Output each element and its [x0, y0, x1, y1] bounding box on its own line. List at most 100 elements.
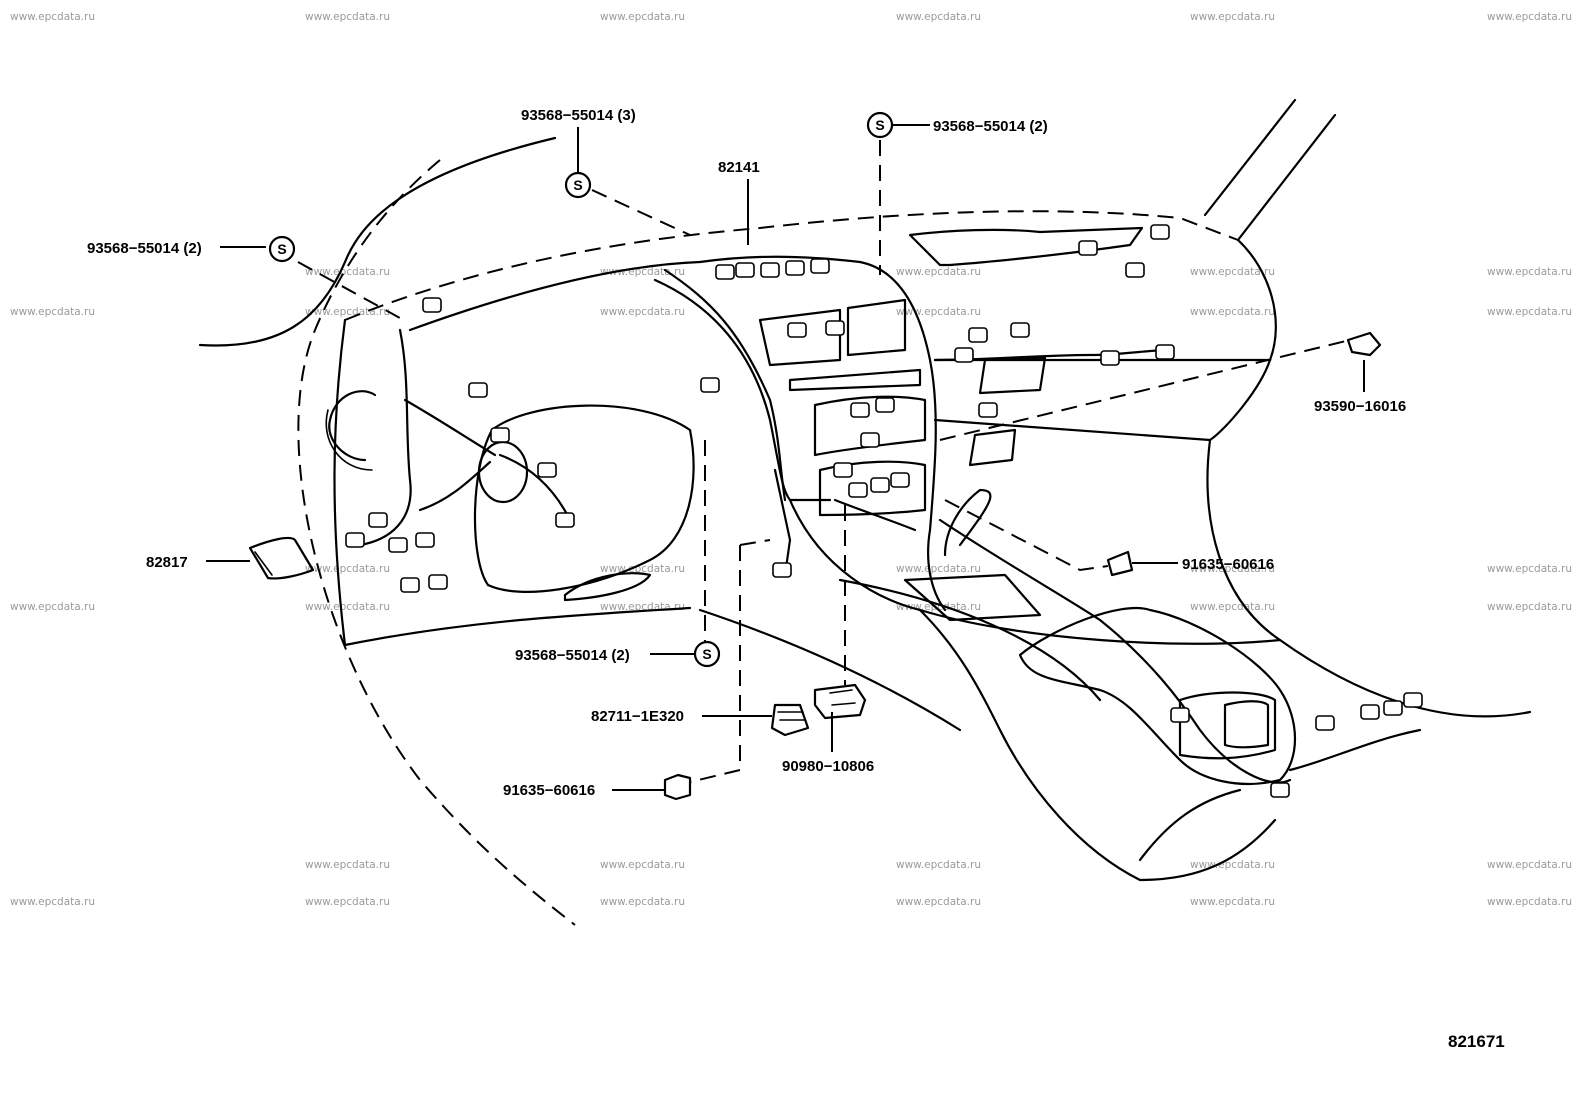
harness-connector	[1403, 692, 1423, 708]
harness-connector	[875, 397, 895, 413]
watermark-text: www.epcdata.ru	[896, 563, 981, 575]
watermark-text: www.epcdata.ru	[10, 601, 95, 613]
harness-connector	[1315, 715, 1335, 731]
harness-connector	[368, 512, 388, 528]
harness-connector	[787, 322, 807, 338]
watermark-layer: www.epcdata.ru www.epcdata.ru www.epcdata.…	[10, 11, 1572, 908]
harness-connector	[400, 577, 420, 593]
label-clamp-top-center: 93568−55014 (3)	[521, 107, 636, 124]
label-leaders	[206, 124, 1365, 791]
watermark-text: www.epcdata.ru	[305, 859, 390, 871]
watermark-text: www.epcdata.ru	[1487, 11, 1572, 23]
svg-text:S: S	[277, 241, 286, 257]
watermark-text: www.epcdata.ru	[600, 11, 685, 23]
label-protector: 82817	[146, 554, 188, 571]
dashed-leaders	[297, 140, 1351, 783]
watermark-text: www.epcdata.ru	[600, 266, 685, 278]
watermark-text: www.epcdata.ru	[1487, 266, 1572, 278]
harness-connector	[1100, 350, 1120, 366]
harness-connector	[1360, 704, 1380, 720]
watermark-text: www.epcdata.ru	[305, 896, 390, 908]
watermark-text: www.epcdata.ru	[1487, 563, 1572, 575]
svg-text:S: S	[702, 646, 711, 662]
part-bolt-console	[1106, 550, 1134, 577]
watermark-text: www.epcdata.ru	[1487, 859, 1572, 871]
clamp-symbol-left: S	[268, 235, 296, 263]
harness-connector	[555, 512, 575, 528]
part-junction-block	[770, 703, 810, 737]
harness-connector	[978, 402, 998, 418]
label-clamp-top-right: 93568−55014 (2)	[933, 118, 1048, 135]
harness-connector	[422, 297, 442, 313]
svg-text:S: S	[875, 117, 884, 133]
watermark-text: www.epcdata.ru	[10, 11, 95, 23]
part-bolt-right	[1346, 331, 1382, 357]
harness-connector	[833, 462, 853, 478]
label-wire-harness: 82141	[718, 159, 760, 176]
watermark-text: www.epcdata.ru	[896, 896, 981, 908]
watermark-text: www.epcdata.ru	[1487, 306, 1572, 318]
harness-connector	[715, 264, 735, 280]
watermark-text: www.epcdata.ru	[896, 266, 981, 278]
watermark-text: www.epcdata.ru	[1190, 266, 1275, 278]
watermark-text: www.epcdata.ru	[600, 859, 685, 871]
watermark-text: www.epcdata.ru	[305, 563, 390, 575]
harness-connector	[1078, 240, 1098, 256]
harness-connector	[968, 327, 988, 343]
clamp-symbol-lower: S	[693, 640, 721, 668]
label-bolt-right: 93590−16016	[1314, 398, 1406, 415]
label-bolt-lower: 91635−60616	[503, 782, 595, 799]
harness-connector	[700, 377, 720, 393]
watermark-text: www.epcdata.ru	[1190, 896, 1275, 908]
harness-connector	[825, 320, 845, 336]
harness-connector	[428, 574, 448, 590]
harness-connector	[1155, 344, 1175, 360]
wire-harness-routing	[358, 255, 1422, 784]
watermark-text: www.epcdata.ru	[1190, 601, 1275, 613]
clamp-symbol-top-right: S	[866, 111, 894, 139]
part-relay	[813, 683, 867, 720]
harness-connector	[388, 537, 408, 553]
watermark-text: www.epcdata.ru	[600, 306, 685, 318]
harness-connector	[345, 532, 365, 548]
dashboard-outline	[198, 98, 1532, 926]
harness-connector	[735, 262, 755, 278]
watermark-text: www.epcdata.ru	[896, 859, 981, 871]
harness-connector	[785, 260, 805, 276]
watermark-text: www.epcdata.ru	[1190, 563, 1275, 575]
watermark-text: www.epcdata.ru	[1487, 896, 1572, 908]
label-junction-block: 82711−1E320	[591, 708, 684, 725]
label-bolt-console: 91635−60616	[1182, 556, 1274, 573]
harness-connector	[954, 347, 974, 363]
harness-connector	[850, 402, 870, 418]
watermark-text: www.epcdata.ru	[10, 896, 95, 908]
harness-connector	[772, 562, 792, 578]
svg-text:S: S	[573, 177, 582, 193]
watermark-text: www.epcdata.ru	[600, 896, 685, 908]
harness-connector	[1010, 322, 1030, 338]
label-clamp-left: 93568−55014 (2)	[87, 240, 202, 257]
harness-connector	[890, 472, 910, 488]
harness-connector	[810, 258, 830, 274]
harness-connector	[1270, 782, 1290, 798]
watermark-text: www.epcdata.ru	[1190, 859, 1275, 871]
watermark-text: www.epcdata.ru	[305, 11, 390, 23]
watermark-text: www.epcdata.ru	[896, 11, 981, 23]
clamp-symbol-top-center: S	[564, 171, 592, 199]
harness-connector	[848, 482, 868, 498]
watermark-text: www.epcdata.ru	[305, 306, 390, 318]
harness-connector	[415, 532, 435, 548]
harness-connector	[490, 427, 510, 443]
harness-connector	[860, 432, 880, 448]
part-protector-82817	[248, 536, 315, 580]
watermark-text: www.epcdata.ru	[1190, 11, 1275, 23]
label-relay: 90980−10806	[782, 758, 874, 775]
harness-connector	[468, 382, 488, 398]
watermark-text: www.epcdata.ru	[1487, 601, 1572, 613]
part-bolt-lower	[663, 773, 692, 801]
harness-connector	[870, 477, 890, 493]
harness-connector	[1125, 262, 1145, 278]
harness-connector	[760, 262, 780, 278]
watermark-text: www.epcdata.ru	[896, 306, 981, 318]
